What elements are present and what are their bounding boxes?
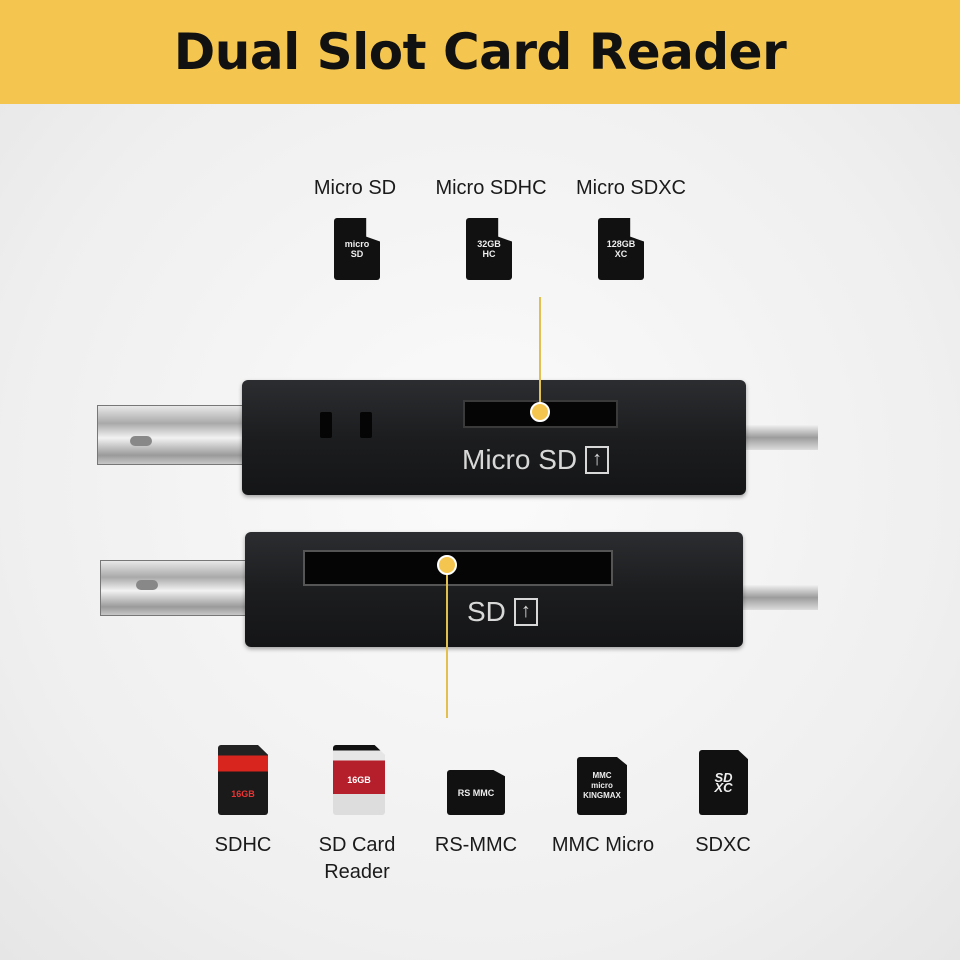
label-micro-sdhc: Micro SDHC	[435, 177, 547, 199]
usb-a-plug	[97, 405, 247, 465]
callout-dot	[530, 402, 550, 422]
label-mmc-micro: MMC Micro	[551, 834, 655, 856]
led-window	[360, 412, 372, 438]
led-window	[320, 412, 332, 438]
micro-sd-engraving: Micro SD ↑	[462, 444, 610, 476]
label-sdhc: SDHC	[214, 834, 272, 856]
rs-mmc-card-image: RS MMC	[447, 770, 505, 815]
callout-line	[446, 565, 448, 718]
title-banner: Dual Slot Card Reader	[0, 0, 960, 104]
engraving-text: Micro SD	[462, 444, 578, 475]
usb-hole	[130, 436, 152, 446]
usb-a-plug	[100, 560, 250, 616]
callout-line	[539, 297, 541, 411]
sd-slot	[303, 550, 613, 586]
page-title: Dual Slot Card Reader	[173, 23, 787, 81]
label-line: Reader	[324, 861, 390, 883]
insert-arrow-icon: ↑	[513, 598, 538, 626]
label-sd-card-reader: SD Card Reader	[277, 832, 437, 886]
label-micro-sdxc: Micro SDXC	[575, 177, 686, 199]
sdhc-card-image: 16GB	[218, 745, 268, 815]
callout-dot	[437, 555, 457, 575]
micro-usb-plug	[738, 585, 818, 610]
label-sdxc: SDXC	[695, 834, 751, 856]
engraving-text: SD	[467, 596, 506, 627]
sd-card-image: 16GB	[333, 745, 385, 815]
label-micro-sd: Micro SD	[313, 177, 397, 199]
sd-engraving: SD ↑	[467, 596, 538, 628]
reader-top-body	[242, 380, 746, 495]
micro-usb-plug	[740, 425, 818, 450]
usb-hole	[136, 580, 158, 590]
insert-arrow-icon: ↑	[585, 446, 610, 474]
label-line: SD Card	[318, 834, 396, 856]
label-rs-mmc: RS-MMC	[434, 834, 518, 856]
